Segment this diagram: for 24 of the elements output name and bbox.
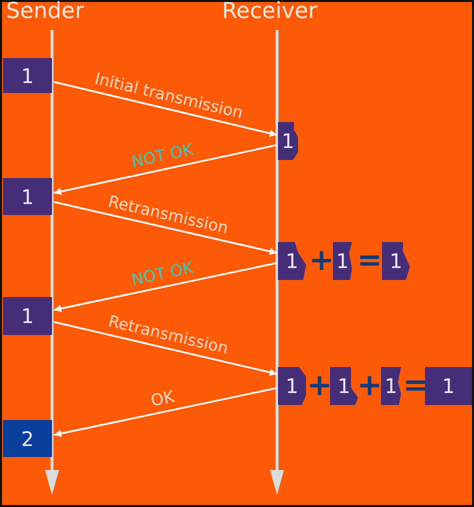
packet-block: 1: [278, 122, 298, 160]
operator-symbol: +: [307, 371, 332, 401]
packet-block: 1: [333, 242, 352, 280]
edge-label: OK: [148, 388, 178, 410]
packet-block: 2: [3, 420, 52, 457]
lane-heading: Sender: [6, 1, 84, 23]
packet-block: 1: [278, 367, 306, 405]
operator-symbol: +: [357, 371, 382, 401]
arrow: [54, 262, 278, 312]
packet-block: 1: [381, 367, 401, 405]
packet-block: 1: [3, 178, 52, 215]
arrow: [54, 201, 278, 255]
lane-heading: Receiver: [222, 1, 318, 23]
operator-symbol: =: [357, 246, 382, 276]
operator-symbol: +: [309, 246, 334, 276]
arrow: [54, 144, 278, 195]
edge-label: NOT OK: [128, 259, 196, 288]
packet-block: 1: [3, 58, 52, 93]
packet-block: 1: [3, 297, 52, 335]
arrow: [54, 387, 278, 438]
packet-block: 1: [425, 367, 472, 405]
arrow: [54, 81, 278, 137]
arrow: [54, 321, 278, 376]
edge-label: NOT OK: [128, 141, 196, 172]
